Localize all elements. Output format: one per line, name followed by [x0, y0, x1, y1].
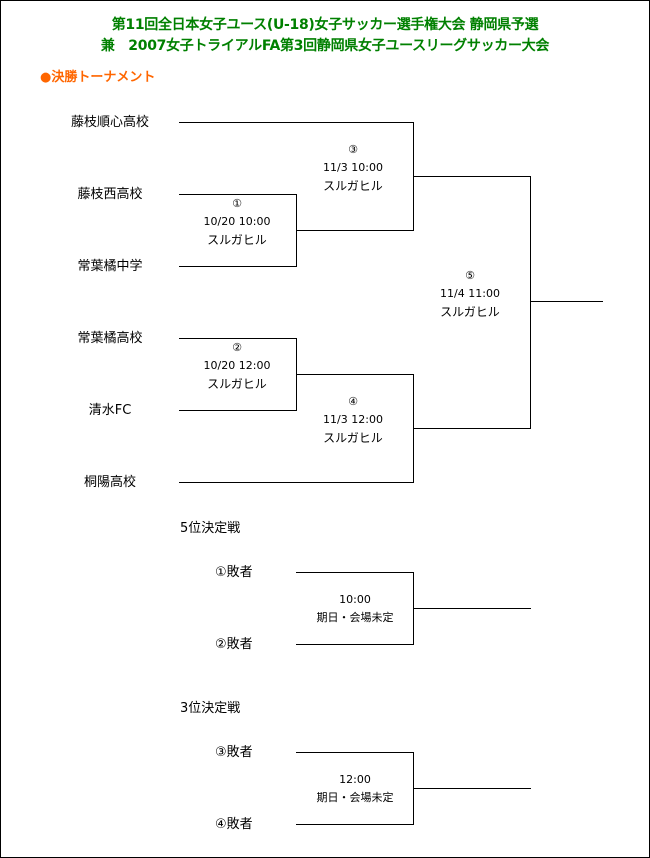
bracket-line [179, 410, 297, 411]
team-name: 桐陽高校 [83, 475, 137, 490]
bracket-line [413, 176, 531, 177]
team-name: 常葉橘中学 [77, 259, 143, 274]
match-note: 期日・会場未定 [316, 611, 394, 624]
bracket-line [413, 428, 531, 429]
match-number: ② [232, 341, 242, 354]
fifth-place-match: 10:00 期日・会場未定 [317, 591, 394, 627]
match-note: 期日・会場未定 [316, 791, 394, 804]
team-name: 藤枝西高校 [77, 187, 143, 202]
match-3: ③ 11/3 10:00 スルガヒル [323, 141, 383, 195]
match-venue: スルガヒル [207, 233, 267, 247]
bracket-line-winner [413, 608, 531, 609]
match-datetime: 11/3 12:00 [323, 413, 383, 426]
match-5-final: ⑤ 11/4 11:00 スルガヒル [440, 267, 500, 321]
match-venue: スルガヒル [207, 377, 267, 391]
bracket-line [179, 194, 297, 195]
match-number: ③ [348, 143, 358, 156]
bracket-line-winner [530, 301, 603, 302]
match-number: ⑤ [465, 269, 475, 282]
match-2: ② 10/20 12:00 スルガヒル [204, 339, 271, 393]
match-venue: スルガヒル [323, 179, 383, 193]
team-name: 常葉橘高校 [77, 331, 143, 346]
match-time: 10:00 [339, 593, 371, 606]
bracket-line-winner [413, 788, 531, 789]
team-name: 藤枝順心高校 [70, 115, 150, 130]
bracket-line [296, 752, 414, 753]
section-heading-final-tournament: ●決勝トーナメント [40, 70, 156, 85]
match-datetime: 11/4 11:00 [440, 287, 500, 300]
bracket-line [296, 644, 414, 645]
match-number: ① [232, 197, 242, 210]
fifth-place-entrant: ①敗者 [215, 565, 253, 580]
third-place-title: 3位決定戦 [180, 701, 241, 716]
match-1: ① 10/20 10:00 スルガヒル [204, 195, 271, 249]
bracket-line [179, 338, 297, 339]
match-datetime: 10/20 12:00 [203, 359, 271, 372]
third-place-match: 12:00 期日・会場未定 [317, 771, 394, 807]
match-number: ④ [348, 395, 358, 408]
match-4: ④ 11/3 12:00 スルガヒル [323, 393, 383, 447]
third-place-entrant: ③敗者 [215, 745, 253, 760]
bracket-line [179, 482, 414, 483]
match-datetime: 10/20 10:00 [203, 215, 271, 228]
bracket-line [296, 572, 414, 573]
match-time: 12:00 [339, 773, 371, 786]
page-title-line-1: 第11回全日本女子ユース(U-18)女子サッカー選手権大会 静岡県予選 [111, 17, 539, 33]
match-datetime: 11/3 10:00 [323, 161, 383, 174]
fifth-place-entrant: ②敗者 [215, 637, 253, 652]
third-place-entrant: ④敗者 [215, 817, 253, 832]
bracket-line [179, 122, 414, 123]
bracket-line [296, 824, 414, 825]
bracket-line [296, 230, 414, 231]
team-name: 清水FC [88, 403, 132, 418]
match-venue: スルガヒル [440, 305, 500, 319]
bracket-line [179, 266, 297, 267]
fifth-place-title: 5位決定戦 [180, 521, 241, 536]
page-title-line-2: 兼 2007女子トライアルFA第3回静岡県女子ユースリーグサッカー大会 [100, 38, 550, 54]
bracket-line [296, 374, 414, 375]
match-venue: スルガヒル [323, 431, 383, 445]
bracket-line [530, 176, 531, 429]
